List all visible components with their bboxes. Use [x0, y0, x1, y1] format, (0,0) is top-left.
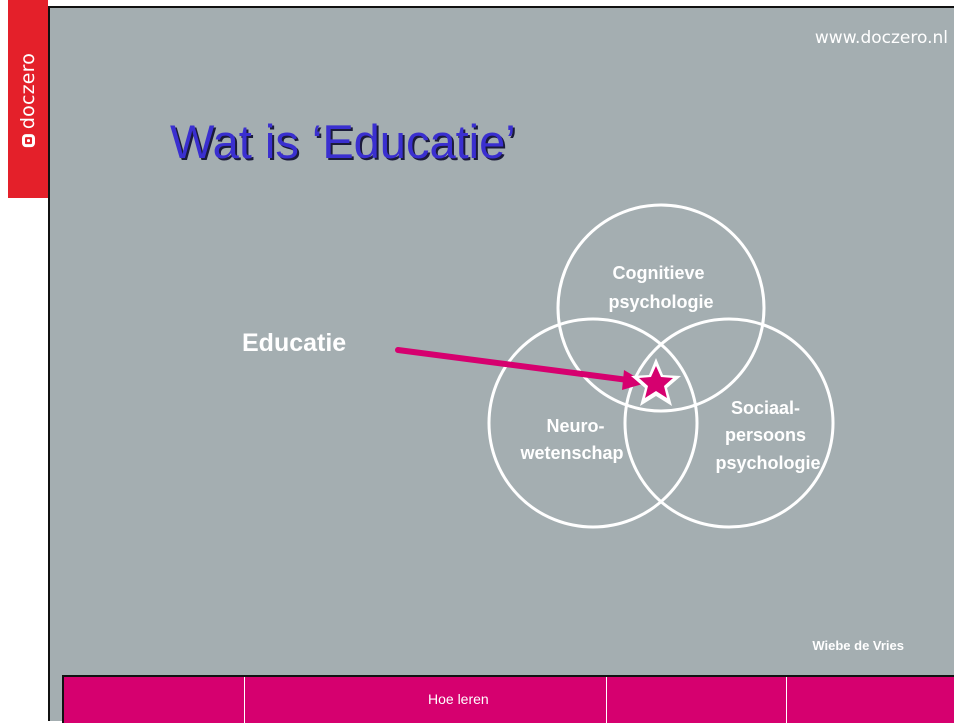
- label-cognitieve-line-2: psychologie: [608, 292, 713, 312]
- author-name: Wiebe de Vries: [812, 638, 904, 653]
- label-cognitieve: Cognitieve psychologie: [608, 263, 713, 312]
- brand-tab: doczero: [8, 0, 48, 198]
- pointer-arrow-shaft: [395, 347, 631, 383]
- pointer-label: Educatie: [242, 329, 346, 357]
- star-icon: [631, 358, 681, 406]
- brand-logo: doczero: [17, 52, 39, 148]
- brand-logo-icon: [22, 134, 35, 148]
- label-sociaal-line-2: persoons: [725, 425, 806, 445]
- slide: www.doczero.nl Wat is ‘Educatie’ Cogniti…: [48, 6, 954, 723]
- circle-cognitieve-psychologie: [556, 203, 766, 413]
- label-sociaal: Sociaal- persoons psychologie: [715, 398, 820, 473]
- sidebar: doczero: [0, 0, 48, 721]
- label-sociaal-line-1: Sociaal-: [731, 398, 800, 418]
- label-cognitieve-line-1: Cognitieve: [612, 263, 704, 283]
- brand-name: doczero: [17, 52, 39, 130]
- circle-neurowetenschap: [487, 317, 699, 529]
- slide-title: Wat is ‘Educatie’: [170, 115, 516, 168]
- footer-divider-3: [786, 677, 787, 723]
- label-neuro: Neuro- wetenschap: [519, 416, 623, 463]
- site-url: www.doczero.nl: [814, 28, 948, 48]
- label-neuro-line-2: wetenschap: [519, 443, 623, 463]
- label-sociaal-line-3: psychologie: [715, 453, 820, 473]
- footer-label: Hoe leren: [428, 691, 489, 707]
- footer-bar: Hoe leren: [62, 675, 954, 723]
- footer-divider-2: [606, 677, 607, 723]
- footer-divider-1: [244, 677, 245, 723]
- venn-diagram: Cognitieve psychologie Neuro- wetenschap…: [242, 203, 835, 529]
- circle-sociaal-persoons-psychologie: [623, 317, 835, 529]
- pointer-arrow-head: [622, 370, 646, 390]
- label-neuro-line-1: Neuro-: [546, 416, 604, 436]
